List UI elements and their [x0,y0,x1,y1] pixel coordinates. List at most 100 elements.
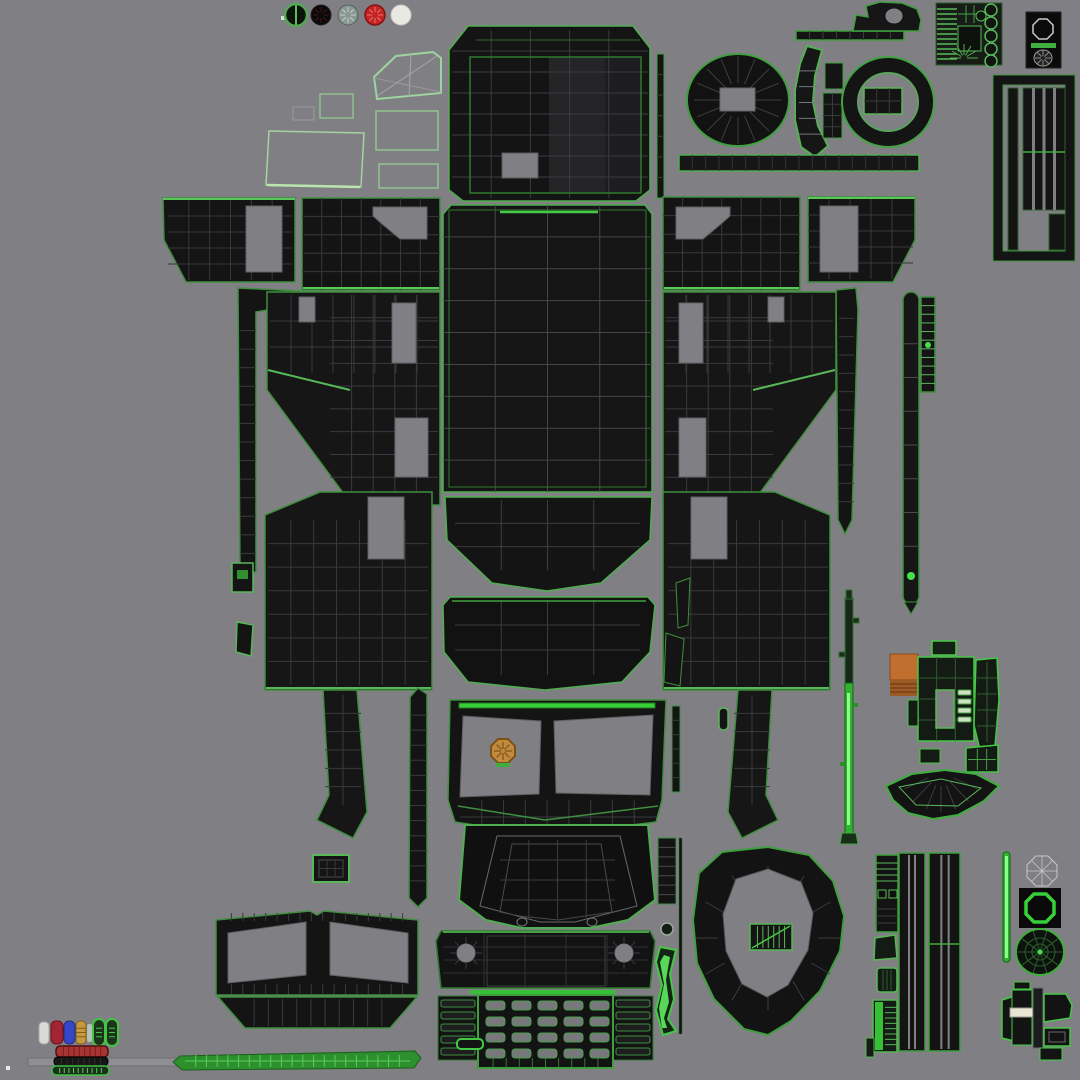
long-rod-dot [907,572,915,580]
badge-base [496,763,510,767]
lens-white [38,1021,50,1045]
front-hood-bolt-l [516,917,528,927]
bumper-hole-right-spokes [612,941,618,947]
wheel-web-spokes [1041,952,1059,966]
chassis-mini [919,748,941,764]
chassis-tab-left [907,699,919,727]
grille-slots [511,1016,532,1027]
ring-outer [841,56,935,148]
bumper-hole-left-spokes [454,941,460,947]
disc-red-spokes [376,16,382,22]
antenna-nub3 [853,703,858,707]
vframe-chin [216,996,419,1029]
window-frame-edge-out [992,74,1076,262]
cargo-orange [889,653,919,681]
lens-pale [87,1024,92,1042]
assembly-pillar [1032,987,1044,1049]
grille-slots [537,1032,558,1043]
bar-green [51,1065,110,1076]
tire-top-spokes [706,68,727,89]
tire-top-spokes [753,106,779,118]
bumper-hole-left-spokes [472,941,478,947]
towhook-hole [885,8,903,24]
glass-mid-rect [319,93,354,119]
chassis-slot [935,689,955,729]
disc-black-spokes [314,16,320,22]
grille-side-right-slats [615,1047,651,1056]
bumper-inner [486,935,606,987]
chassis-slats [957,707,972,714]
cluster-disc-5 [984,54,998,68]
wheel-web-spokes [1040,930,1048,951]
comb-foot [865,1037,875,1058]
antenna-nub4 [840,762,845,766]
grille-pill [456,1038,484,1050]
grille-slots [511,1032,532,1043]
side-panel-l1-window1 [391,302,417,364]
wheel-web-spokes [1041,938,1059,952]
arch-ring-spokes [705,901,725,914]
side-panel-l1-window2 [394,417,429,478]
wheel-web-spokes [1021,938,1039,952]
side-panel-r1-slant [752,369,836,391]
cluster-fan [966,50,977,57]
roof-subpanel2 [605,57,641,193]
hood-inner-frame [448,209,647,488]
antenna-tip [845,589,853,600]
cab-back-panel [442,596,656,691]
wheel-web-spokes [1032,930,1040,951]
grille-slots [485,1032,506,1043]
octagon-wire-spokes [1041,870,1053,882]
hull-spokes [953,777,978,790]
arch-ring-spokes [705,962,725,975]
mini-greeble [873,934,898,961]
cluster-fan [951,50,962,57]
door-panel-l2-window [372,206,428,240]
badge-snowflake [496,744,503,751]
lamp-circle-spokes [1036,59,1042,65]
cab-front-window-right [553,714,654,796]
cluster-disc-1 [984,3,998,17]
lamp-circle-spokes [1044,51,1050,57]
widget-b [235,621,254,657]
badge-snowflake [503,744,510,751]
grille-slots [563,1016,584,1027]
cab-front-cowl-line2 [544,805,659,821]
tire-top-spokes [744,59,756,85]
grille-slots [589,1000,610,1011]
cab-front-green-strip [458,702,656,709]
tire-top-spokes [720,59,732,85]
grille-slots [589,1032,610,1043]
antenna-nub2 [838,651,846,658]
tire-top-spokes [749,111,770,132]
leg-left [316,689,368,839]
arch-ring-spokes [731,981,744,1001]
bumper-hole-right-spokes [612,959,618,965]
lens-blue [63,1020,76,1045]
lamp-octagon [1032,18,1054,40]
window-frame-bar-low [1048,213,1066,251]
assembly-right-bottom [1043,1027,1071,1047]
side-panel-l1-hole [298,296,316,323]
cluster-fan [956,45,963,56]
hull-spokes [950,781,969,802]
ring-band [843,58,933,146]
pillar-strip-right [835,287,859,536]
cluster-disc-6 [975,10,987,22]
chassis-slats [957,698,972,705]
tire-top-spokes [697,82,723,94]
disc-gray-spokes [349,8,355,14]
grille-slots [485,1016,506,1027]
mini-panel-sq1 [877,889,887,899]
tire-top-spokes [697,106,723,118]
door-panel-r2-window [819,205,859,273]
green-vbar-core [1005,856,1008,958]
detail-strip-dot [925,342,931,348]
grille-slots [589,1048,610,1059]
assembly-tab1 [1013,981,1031,990]
cluster-fan [965,45,972,56]
wheel-web-spokes [1040,953,1048,974]
octagon-green [1024,892,1056,924]
bumper-hole-right-spokes [630,941,636,947]
